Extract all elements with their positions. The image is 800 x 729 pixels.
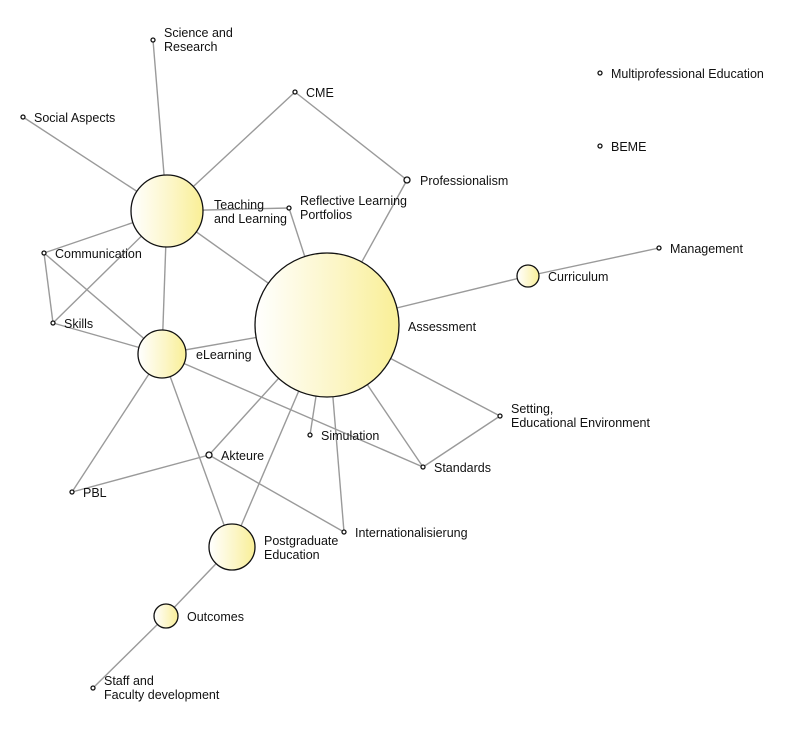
node-label-reflective-line1: Reflective Learning	[300, 194, 407, 208]
node-label-postgrad-line1: Postgraduate	[264, 534, 338, 548]
node-circle-curriculum[interactable]	[516, 264, 540, 288]
node-label-teaching-line2: and Learning	[214, 212, 287, 226]
node-pbl[interactable]: PBL	[69, 486, 107, 500]
node-outcomes[interactable]: Outcomes	[153, 603, 244, 629]
edge-cme-profess	[294, 91, 408, 181]
node-circle-international[interactable]	[341, 529, 347, 535]
edge-akteure-international	[208, 454, 345, 533]
node-circle-communication[interactable]	[41, 250, 47, 256]
node-label-reflective-line2: Portfolios	[300, 208, 352, 222]
edge-pbl-akteure	[71, 454, 210, 493]
node-circle-management[interactable]	[656, 245, 662, 251]
node-label-elearning: eLearning	[196, 348, 252, 362]
node-label-akteure: Akteure	[221, 449, 264, 463]
node-simulation[interactable]: Simulation	[307, 429, 379, 443]
edge-setting-standards	[422, 415, 501, 468]
node-circle-cme[interactable]	[292, 89, 298, 95]
node-standards[interactable]: Standards	[420, 461, 491, 475]
node-circle-outcomes[interactable]	[153, 603, 179, 629]
node-label-cme: CME	[306, 86, 334, 100]
node-elearning[interactable]: eLearning	[137, 329, 252, 379]
edge-elearning-postgrad	[161, 353, 233, 548]
node-label-assessment: Assessment	[408, 320, 477, 334]
node-skills[interactable]: Skills	[50, 317, 93, 331]
node-circle-teaching[interactable]	[130, 174, 204, 248]
node-label-standards: Standards	[434, 461, 491, 475]
node-label-communication: Communication	[55, 247, 142, 261]
node-akteure[interactable]: Akteure	[205, 449, 264, 463]
node-circle-setting[interactable]	[497, 413, 503, 419]
node-multiprof[interactable]: Multiprofessional Education	[597, 67, 764, 81]
node-label-staff-line1: Staff and	[104, 674, 154, 688]
node-management[interactable]: Management	[656, 242, 743, 256]
node-label-curriculum: Curriculum	[548, 270, 608, 284]
node-profess[interactable]: Professionalism	[403, 174, 508, 188]
node-label-setting-line1: Setting,	[511, 402, 553, 416]
node-circle-multiprof[interactable]	[597, 70, 603, 76]
node-circle-standards[interactable]	[420, 464, 426, 470]
edge-communication-elearning	[43, 252, 163, 355]
node-circle-elearning[interactable]	[137, 329, 187, 379]
node-label-staff-line2: Faculty development	[104, 688, 220, 702]
node-curriculum[interactable]: Curriculum	[516, 264, 608, 288]
node-label-management: Management	[670, 242, 743, 256]
node-beme[interactable]: BEME	[597, 140, 646, 154]
edge-elearning-pbl	[71, 353, 163, 493]
node-label-pbl: PBL	[83, 486, 107, 500]
node-label-setting-line2: Educational Environment	[511, 416, 650, 430]
node-circle-beme[interactable]	[597, 143, 603, 149]
node-label-postgrad-line2: Education	[264, 548, 320, 562]
node-setting[interactable]: Setting,Educational Environment	[497, 402, 650, 430]
node-circle-skills[interactable]	[50, 320, 56, 326]
node-label-social: Social Aspects	[34, 111, 115, 125]
node-circle-postgrad[interactable]	[208, 523, 256, 571]
node-circle-social[interactable]	[20, 114, 26, 120]
node-label-profess: Professionalism	[420, 174, 508, 188]
node-circle-pbl[interactable]	[69, 489, 75, 495]
node-communication[interactable]: Communication	[41, 247, 142, 261]
node-assessment[interactable]: Assessment	[254, 252, 477, 398]
node-circle-staff[interactable]	[90, 685, 96, 691]
node-label-science-line1: Science and	[164, 26, 233, 40]
node-label-outcomes: Outcomes	[187, 610, 244, 624]
node-circle-akteure[interactable]	[205, 451, 213, 459]
node-label-beme: BEME	[611, 140, 646, 154]
node-international[interactable]: Internationalisierung	[341, 526, 468, 540]
node-label-international: Internationalisierung	[355, 526, 468, 540]
node-social[interactable]: Social Aspects	[20, 111, 115, 125]
node-label-teaching-line1: Teaching	[214, 198, 264, 212]
node-label-simulation: Simulation	[321, 429, 379, 443]
node-circle-profess[interactable]	[403, 176, 411, 184]
edge-elearning-standards	[161, 353, 424, 468]
edge-communication-skills	[43, 252, 54, 324]
node-circle-assessment[interactable]	[254, 252, 400, 398]
node-label-skills: Skills	[64, 317, 93, 331]
node-cme[interactable]: CME	[292, 86, 334, 100]
node-circle-simulation[interactable]	[307, 432, 313, 438]
node-label-multiprof: Multiprofessional Education	[611, 67, 764, 81]
edge-outcomes-staff	[92, 615, 167, 689]
edge-curriculum-management	[527, 247, 660, 277]
node-circle-reflective[interactable]	[286, 205, 292, 211]
node-circle-science[interactable]	[150, 37, 156, 43]
node-label-science-line2: Research	[164, 40, 218, 54]
